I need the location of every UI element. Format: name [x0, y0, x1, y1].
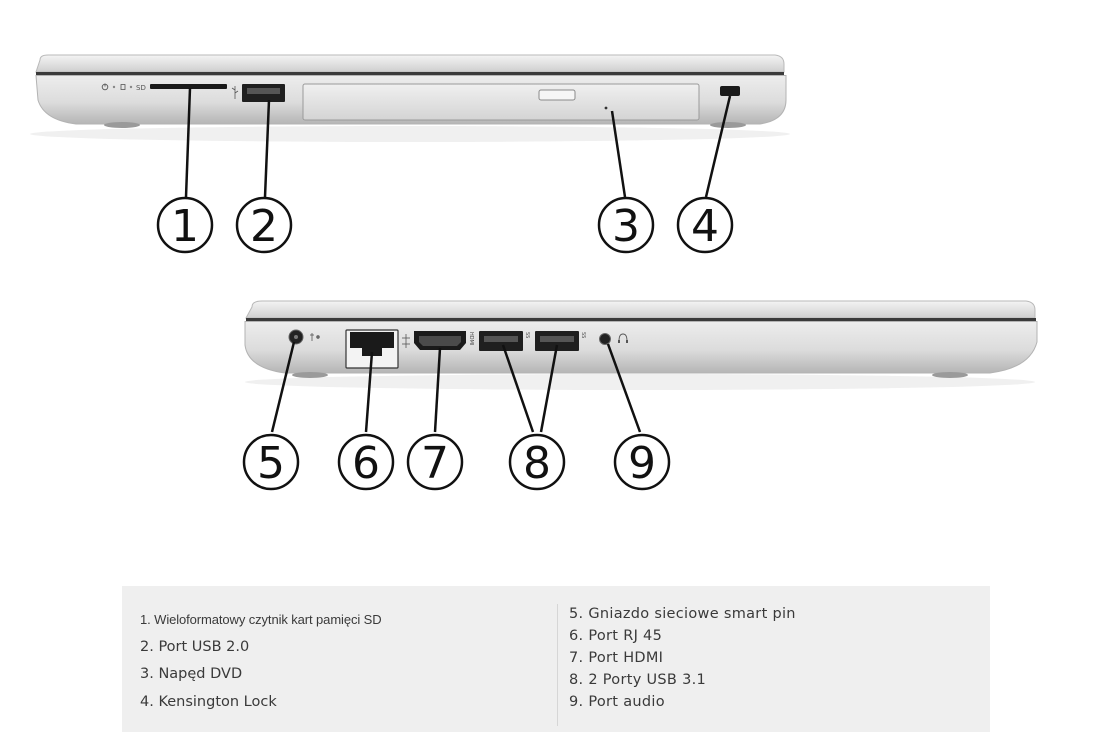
legend-item-8: 8. 2 Porty USB 3.1	[569, 672, 707, 688]
laptop-shadow	[30, 126, 790, 142]
callout-9: 9	[613, 433, 671, 491]
ss-label: SS	[524, 332, 530, 338]
kensington-lock-slot[interactable]	[720, 86, 740, 96]
dvd-eject-button[interactable]	[538, 89, 576, 101]
ss-label: SS	[580, 332, 586, 338]
hinge-line	[246, 318, 1036, 322]
led-icon	[112, 85, 116, 89]
legend-item-3: 3. Napęd DVD	[140, 666, 243, 682]
hinge-line	[36, 72, 784, 76]
callout-5: 5	[242, 433, 300, 491]
laptop-lid	[245, 300, 1036, 319]
legend-item-4: 4. Kensington Lock	[140, 693, 277, 710]
foot-left	[104, 122, 140, 128]
led-icon	[129, 85, 133, 89]
foot-left	[292, 372, 328, 378]
dvd-eject-hole	[604, 106, 608, 110]
legend-item-9: 9. Port audio	[569, 694, 665, 710]
svg-text:5: 5	[257, 438, 285, 489]
callout-4: 4	[676, 196, 734, 254]
hdmi-label: HDMI	[468, 332, 474, 345]
callout-2: 2	[235, 196, 293, 254]
laptop-shadow	[245, 374, 1035, 390]
svg-text:1: 1	[171, 201, 199, 252]
laptop-left-side: SD	[30, 54, 790, 142]
audio-jack[interactable]	[599, 333, 611, 345]
laptop-lid	[35, 54, 785, 73]
dvd-drive[interactable]	[302, 83, 700, 121]
rj45-port-opening	[350, 332, 394, 348]
legend-item-5: 5. Gniazdo sieciowe smart pin	[569, 606, 796, 622]
usb-3-port-2-tongue	[540, 336, 574, 342]
legend-item-7: 7. Port HDMI	[569, 650, 664, 666]
svg-text:9: 9	[628, 438, 656, 489]
callout-leaders-bottom	[270, 341, 642, 433]
svg-text:3: 3	[612, 201, 640, 252]
legend-item-6: 6. Port RJ 45	[569, 628, 663, 644]
headphones-icon	[618, 333, 628, 343]
foot-right	[932, 372, 968, 378]
svg-text:8: 8	[523, 438, 551, 489]
power-plug-icon	[310, 333, 320, 341]
callout-1: 1	[156, 196, 214, 254]
hdmi-port-inner	[419, 336, 461, 346]
drive-activity-icon	[120, 84, 126, 90]
power-indicator-icon	[101, 83, 109, 91]
usb-icon	[231, 86, 239, 99]
callout-3: 3	[597, 196, 655, 254]
usb-3-port-1-tongue	[484, 336, 518, 342]
callout-6: 6	[337, 433, 395, 491]
legend-item-1: 1. Wieloformatowy czytnik kart pamięci S…	[140, 612, 382, 627]
sd-card-slot[interactable]	[150, 84, 227, 89]
callout-8: 8	[508, 433, 566, 491]
legend-right-column: 5. Gniazdo sieciowe smart pin 6. Port RJ…	[569, 603, 796, 713]
network-icon	[402, 334, 410, 348]
callout-leaders-top	[184, 87, 732, 198]
sd-label: SD	[136, 84, 146, 92]
foot-right	[710, 122, 746, 128]
svg-text:6: 6	[352, 438, 380, 489]
svg-text:7: 7	[421, 438, 449, 489]
usb-2-port-tongue	[247, 88, 280, 94]
legend-divider	[557, 604, 558, 726]
svg-text:2: 2	[250, 201, 278, 252]
laptop-right-side: HDMI SS SS	[244, 300, 1038, 390]
callout-7: 7	[406, 433, 464, 491]
legend-item-2: 2. Port USB 2.0	[140, 638, 250, 655]
legend-left-column: 1. Wieloformatowy czytnik kart pamięci S…	[140, 606, 382, 716]
svg-text:4: 4	[691, 201, 719, 252]
power-jack-pin	[294, 335, 298, 339]
ports-legend: 1. Wieloformatowy czytnik kart pamięci S…	[122, 586, 990, 732]
